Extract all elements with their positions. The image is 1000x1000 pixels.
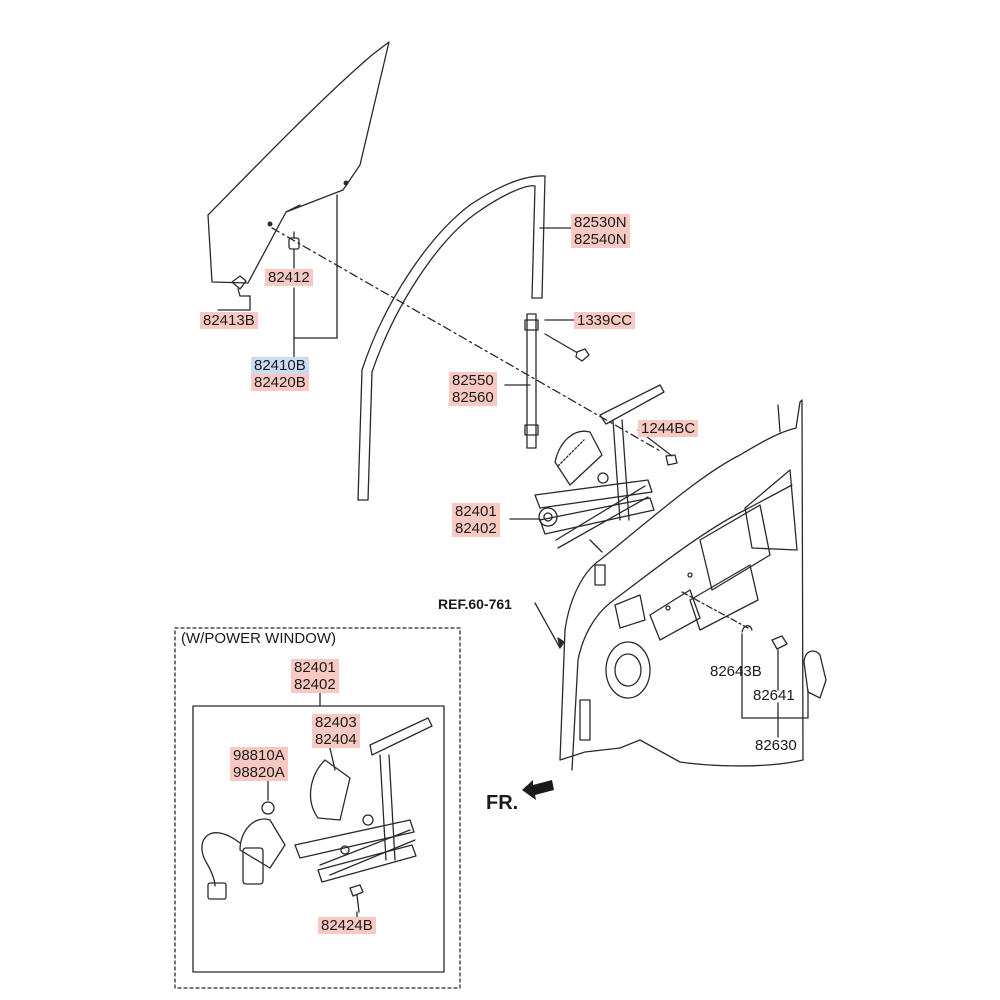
door-inner-panel xyxy=(559,399,804,771)
leader-lines xyxy=(217,194,809,918)
glass-run-channel xyxy=(357,175,546,501)
label-82530n[interactable]: 82530N xyxy=(571,214,630,231)
label-1244bc[interactable]: 1244BC xyxy=(638,420,699,437)
power-window-motor xyxy=(201,801,286,900)
label-98810a[interactable]: 98810A xyxy=(230,747,288,764)
option-inner-box xyxy=(192,705,445,973)
label-82401[interactable]: 82401 xyxy=(452,503,500,520)
label-82402[interactable]: 82402 xyxy=(452,520,500,537)
label-82412[interactable]: 82412 xyxy=(265,269,313,286)
option-box-title: (W/POWER WINDOW) xyxy=(181,630,336,647)
door-glass xyxy=(207,41,390,284)
glass-fastener xyxy=(231,275,247,297)
bolt-1244 xyxy=(665,454,678,466)
alignment-line xyxy=(271,227,663,453)
label-pw-82401[interactable]: 82401 xyxy=(291,659,339,676)
label-82643b[interactable]: 82643B xyxy=(710,663,762,680)
label-pw-82402[interactable]: 82402 xyxy=(291,676,339,693)
label-82420b[interactable]: 82420B xyxy=(251,374,309,391)
bolt-1339 xyxy=(544,333,590,362)
ref-arrow xyxy=(557,637,565,649)
label-98820a[interactable]: 98820A xyxy=(230,764,288,781)
label-82630[interactable]: 82630 xyxy=(755,737,797,754)
manual-regulator xyxy=(534,384,665,553)
power-regulator xyxy=(294,717,433,883)
label-82410b[interactable]: 82410B xyxy=(251,357,309,374)
handle-clip xyxy=(741,625,753,633)
handle-bezel xyxy=(771,635,788,650)
ref-leader xyxy=(534,602,561,649)
label-82550[interactable]: 82550 xyxy=(449,372,497,389)
option-box xyxy=(174,627,461,989)
label-82424b[interactable]: 82424B xyxy=(318,917,376,934)
power-window-bolt xyxy=(349,884,364,913)
handle-leader xyxy=(681,591,749,629)
label-1339cc[interactable]: 1339CC xyxy=(574,312,636,329)
label-82540n[interactable]: 82540N xyxy=(571,231,630,248)
front-direction-label: FR. xyxy=(486,792,519,814)
inside-handle xyxy=(803,650,827,699)
label-82560[interactable]: 82560 xyxy=(449,389,497,406)
label-82403[interactable]: 82403 xyxy=(312,714,360,731)
label-82404[interactable]: 82404 xyxy=(312,731,360,748)
label-82641[interactable]: 82641 xyxy=(753,687,795,704)
reference-label[interactable]: REF.60-761 xyxy=(438,596,512,612)
label-82413b[interactable]: 82413B xyxy=(200,312,258,329)
rear-lower-channel xyxy=(524,313,539,449)
front-direction-arrow xyxy=(522,780,554,800)
